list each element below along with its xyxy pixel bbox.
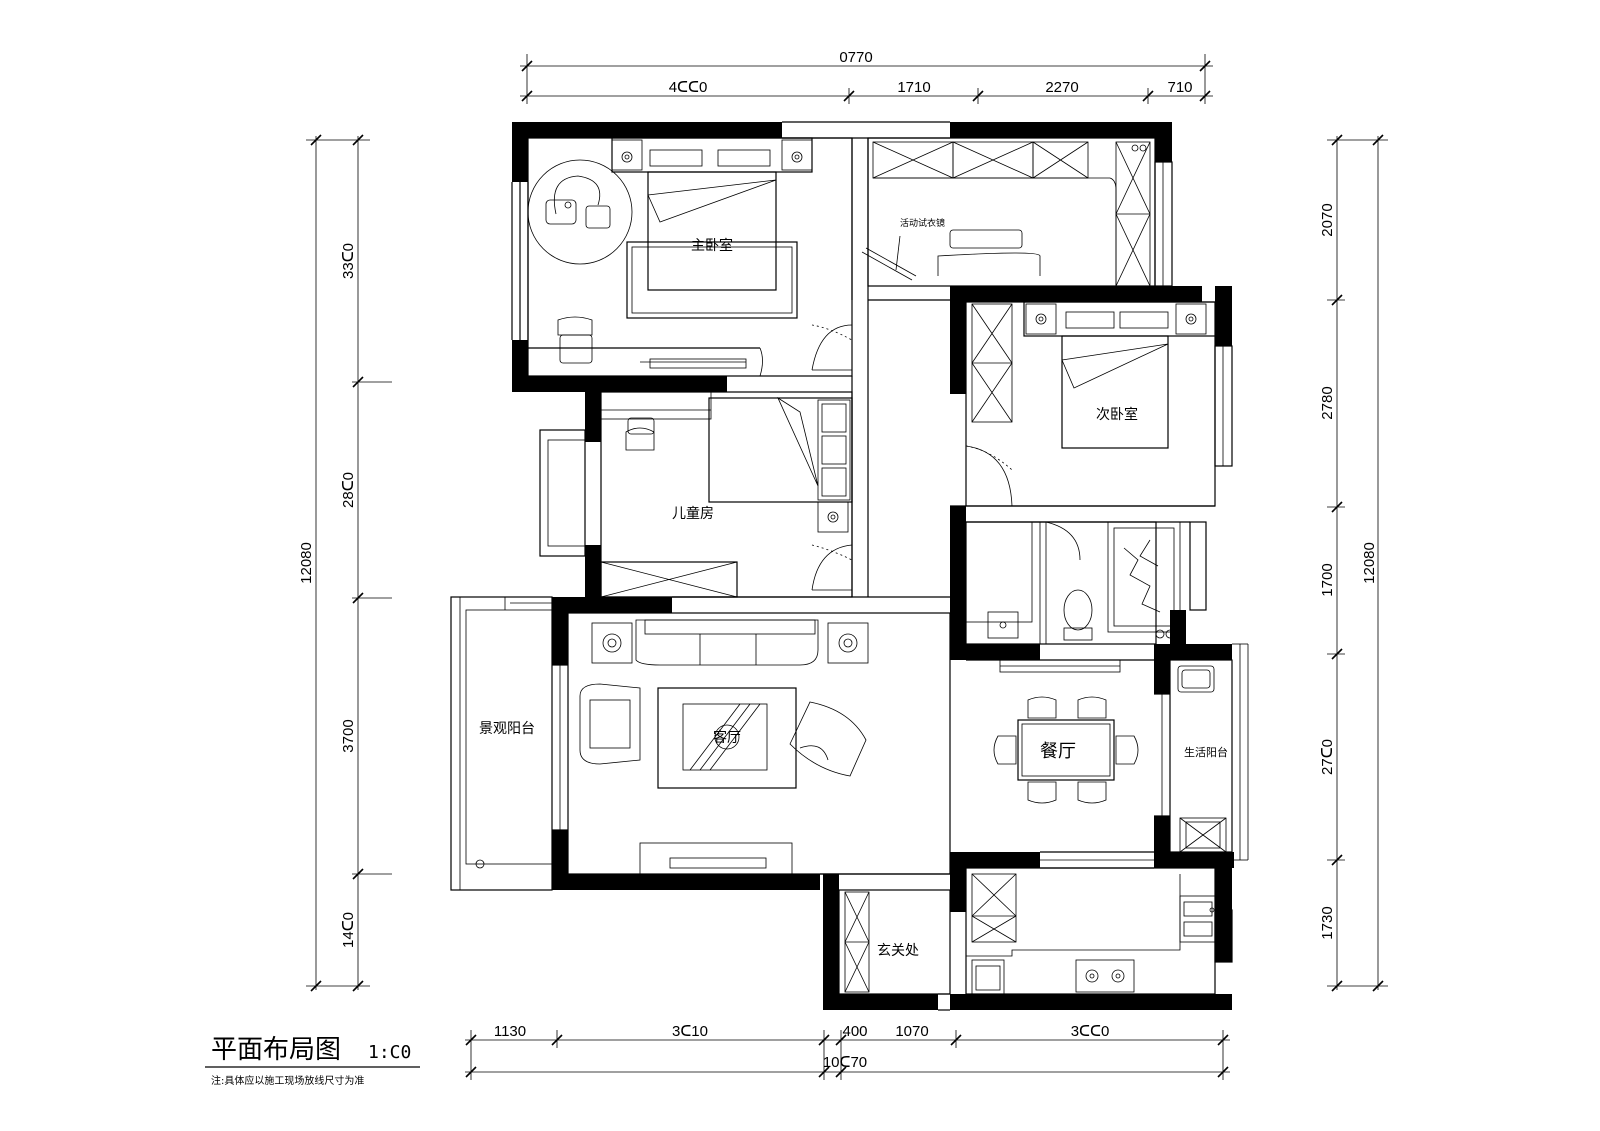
dim-bottom-total: 10ᑕ70 [823,1054,867,1071]
dim-bottom-2: 3ᑕ10 [672,1023,708,1040]
dim-right-3: 1700 [1319,563,1336,596]
dim-right-2: 2780 [1319,386,1336,419]
dim-left-total: 12080 [298,542,315,584]
dim-left-4: 14ᑕ0 [340,912,357,948]
label-kids-room: 儿童房 [672,505,714,522]
walls [512,122,1234,1010]
dimension-labels: 0770 4ᑕᑕ0 1710 2270 710 12080 33ᑕ0 28ᑕ0 … [298,49,1378,1071]
dim-top-2: 1710 [897,79,930,96]
dim-right-total: 12080 [1361,542,1378,584]
dim-right-4: 27ᑕ0 [1319,739,1336,775]
dim-top-4: 710 [1167,79,1192,96]
label-living-room: 客厅 [713,729,741,746]
dim-right-5: 1730 [1319,906,1336,939]
label-view-balcony: 景观阳台 [479,721,535,737]
wall-outlines [450,121,1249,1011]
dim-bottom-4: 1070 [895,1023,928,1040]
dim-right-1: 2070 [1319,203,1336,236]
drawing-title: 平面布局图 [211,1035,341,1065]
dim-left-1: 33ᑕ0 [340,243,357,279]
dim-left-3: 3700 [340,719,357,752]
title-block: 平面布局图 1:C0 注:具体应以施工现场放线尺寸为准 [205,1035,420,1087]
dim-top-total: 0770 [839,49,872,66]
dimension-lines [306,54,1388,1080]
dim-top-3: 2270 [1045,79,1078,96]
label-service-balcony: 生活阳台 [1184,745,1228,759]
dim-top-1: 4ᑕᑕ0 [669,79,708,96]
room-labels: 主卧室 活动试衣镜 次卧室 儿童房 客厅 景观阳台 餐厅 生活阳台 玄关处 [479,217,1228,959]
label-second-bedroom: 次卧室 [1096,406,1138,423]
label-dining: 餐厅 [1040,741,1076,762]
dim-bottom-1: 1130 [494,1023,526,1040]
label-mirror: 活动试衣镜 [900,217,945,229]
label-entrance: 玄关处 [877,942,919,959]
dim-bottom-3: 400 [842,1023,867,1040]
dim-left-2: 28ᑕ0 [340,472,357,508]
label-master-bedroom: 主卧室 [691,237,733,254]
drawing-note: 注:具体应以施工现场放线尺寸为准 [211,1074,364,1087]
dim-bottom-5: 3ᑕᑕ0 [1071,1023,1110,1040]
drawing-scale: 1:C0 [368,1042,411,1063]
